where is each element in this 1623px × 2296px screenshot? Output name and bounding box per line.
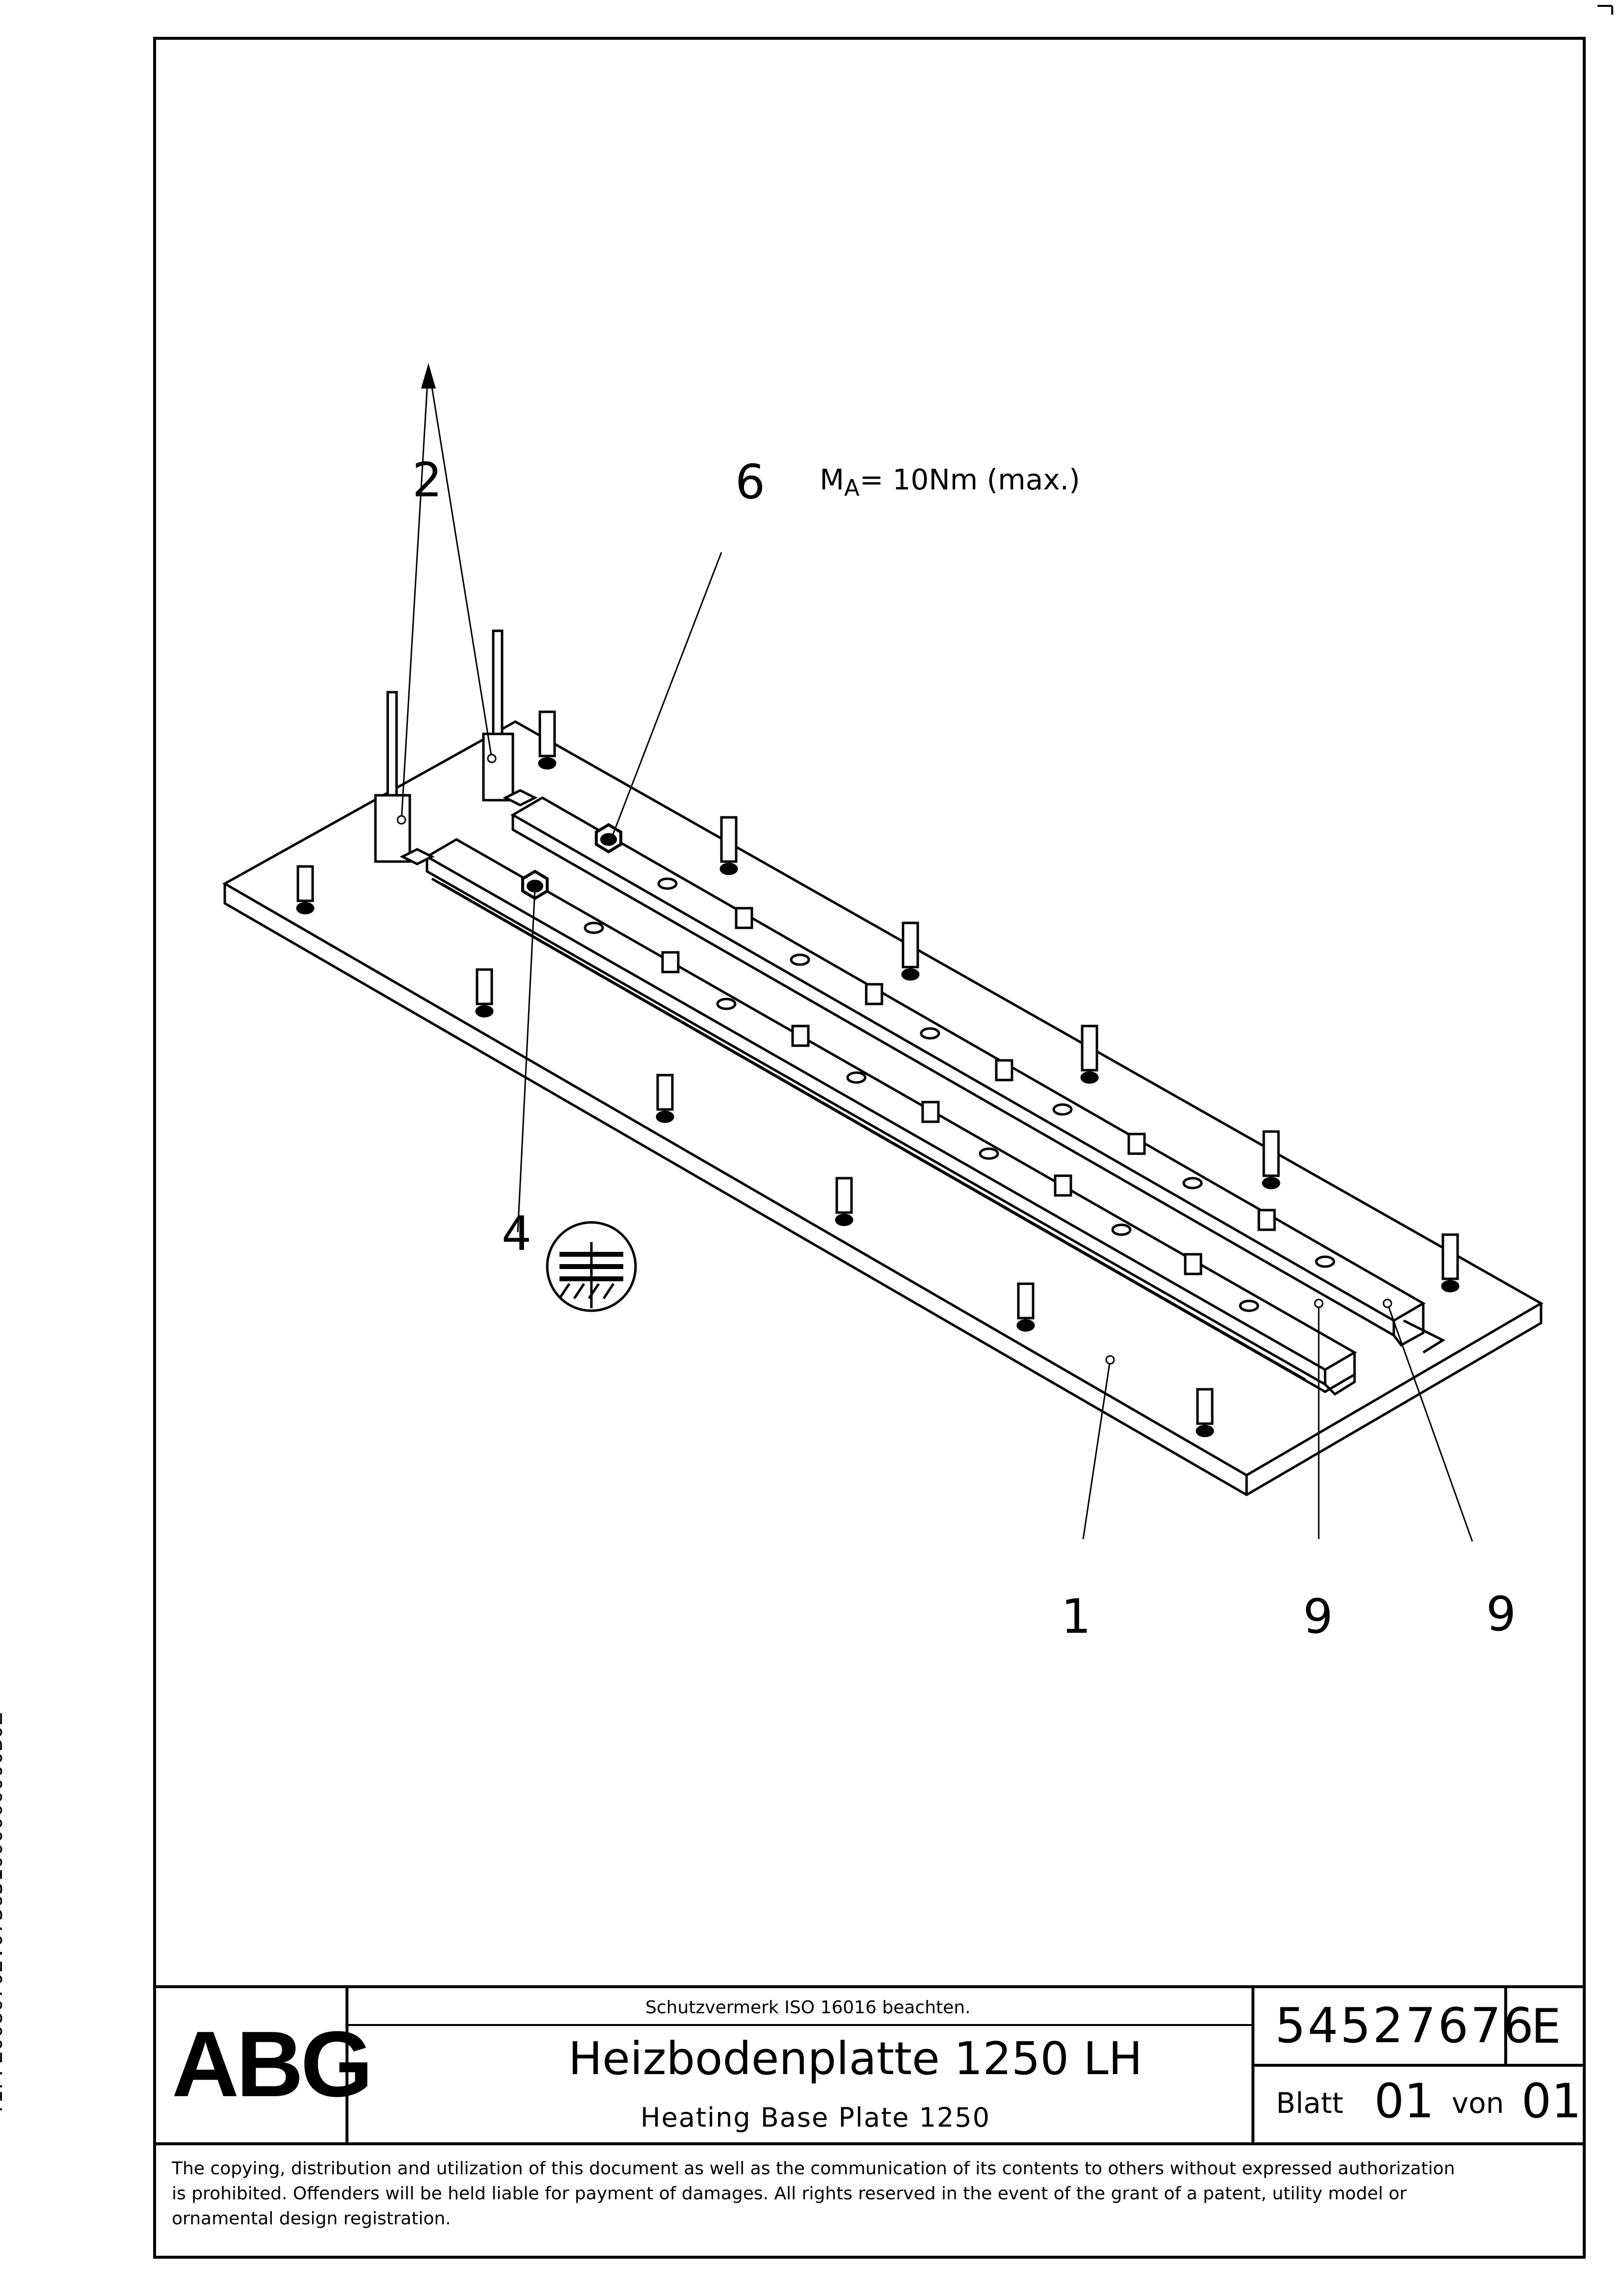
of-label: von: [1452, 2086, 1504, 2120]
callout-6: 6: [735, 455, 766, 510]
callout-1: 1: [1061, 1589, 1091, 1644]
rail-holes: [584, 877, 1335, 1312]
copyright-line-1: The copying, distribution and utilizatio…: [172, 2159, 1455, 2179]
sheet-total: 01: [1521, 2074, 1582, 2129]
torque-value: = 10Nm (max.): [859, 463, 1080, 496]
copyright-line-3: ornamental design registration.: [172, 2209, 451, 2229]
sheet-label: Blatt: [1276, 2086, 1343, 2120]
company-logo: ABG: [172, 2012, 373, 2116]
connector-blocks: [374, 629, 538, 865]
revision: E: [1531, 1999, 1561, 2054]
rail-front: [424, 838, 1357, 1396]
copyright-line-2: is prohibited. Offenders will be held li…: [172, 2184, 1407, 2204]
side-identifier: TIFF20080702.073631000000000B0Z: [0, 1712, 7, 2116]
plate-studs: [296, 710, 1460, 1437]
torque-symbol: M: [820, 463, 845, 496]
drawing-frame: [153, 37, 1586, 2259]
callout-9-right: 9: [1486, 1587, 1517, 1642]
leader-lines: [397, 363, 1473, 1542]
callout-4: 4: [502, 1206, 532, 1261]
title-english: Heating Base Plate 1250: [640, 2102, 991, 2133]
callout-9-left: 9: [1303, 1589, 1333, 1644]
sheet-number: 01: [1374, 2074, 1435, 2129]
drawing-number: 54527676: [1275, 1998, 1536, 2054]
title-block-lines: [155, 1985, 1584, 2145]
protection-note: Schutzvermerk ISO 16016 beachten.: [645, 1998, 971, 2018]
disc-spring-icon: [546, 1221, 637, 1312]
rail-bolts: [661, 907, 1276, 1275]
torque-subscript: A: [844, 474, 860, 501]
title-german: Heizbodenplatte 1250 LH: [568, 2032, 1143, 2085]
torque-spec: MA= 10Nm (max.): [820, 465, 1080, 499]
callout-2: 2: [412, 453, 443, 508]
